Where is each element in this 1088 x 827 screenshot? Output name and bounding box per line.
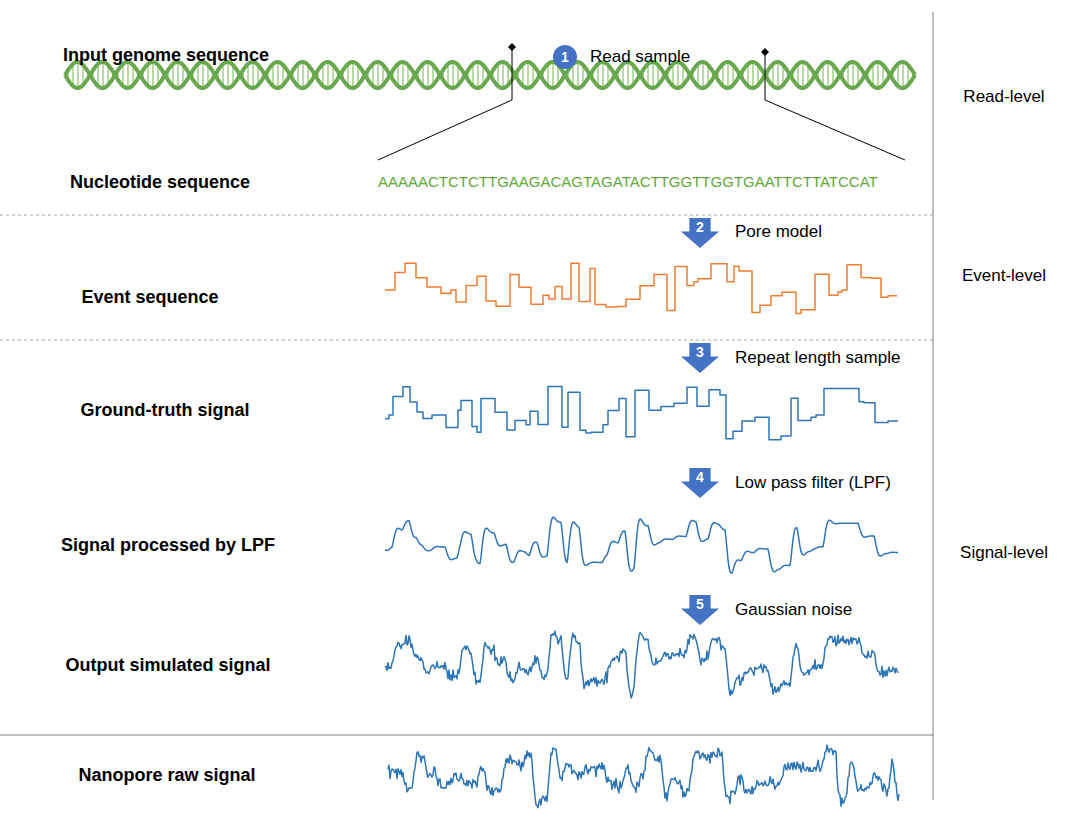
arrow-fill	[681, 218, 719, 248]
step-number: 3	[681, 343, 719, 362]
step-label: Read sample	[590, 47, 690, 67]
base-pair-rung	[477, 62, 479, 88]
step-label: Low pass filter (LPF)	[735, 473, 891, 493]
dna-strand	[65, 62, 915, 88]
raw-signal	[388, 745, 899, 808]
step-arrow: 2	[681, 218, 719, 248]
base-pair-rung	[327, 62, 329, 88]
base-pair-rung	[127, 62, 129, 88]
level-separator	[0, 340, 933, 341]
frame-lines	[0, 12, 933, 800]
dna-strand	[65, 62, 915, 88]
step-number: 2	[681, 218, 719, 237]
base-pair-rung	[352, 62, 354, 88]
level-label: Read-level	[963, 87, 1044, 107]
read-bound-marker	[761, 48, 769, 56]
step-label: Repeat length sample	[735, 348, 900, 368]
section-separator	[0, 735, 933, 736]
dna-helix	[65, 62, 915, 88]
base-pair-rung	[152, 62, 154, 88]
base-pair-rung	[377, 62, 379, 88]
arrow-fill	[681, 468, 719, 498]
base-pair-rung	[102, 62, 104, 88]
base-pair-rung	[502, 62, 504, 88]
base-pair-rung	[702, 62, 704, 88]
base-pair-rung	[877, 62, 879, 88]
base-pair-rung	[177, 62, 179, 88]
base-pair-rung	[577, 62, 579, 88]
base-pair-rung	[777, 62, 779, 88]
base-pair-rung	[227, 62, 229, 88]
step-number: 5	[681, 595, 719, 614]
base-pair-rung	[402, 62, 404, 88]
arrow-fill	[681, 343, 719, 373]
simulated-signal	[385, 631, 898, 698]
base-pair-rung	[302, 62, 304, 88]
level-label: Event-level	[962, 266, 1046, 286]
base-pair-rung	[802, 62, 804, 88]
base-pair-rung	[202, 62, 204, 88]
row-title: Event sequence	[81, 287, 218, 308]
ground-truth-signal	[385, 387, 898, 440]
level-label: Signal-level	[960, 543, 1048, 563]
level-divider	[933, 12, 934, 800]
base-pair-rung	[277, 62, 279, 88]
base-pair-rung	[427, 62, 429, 88]
read-bound-line	[378, 47, 512, 160]
arrow-fill	[681, 595, 719, 625]
step-label: Pore model	[735, 222, 822, 242]
base-pair-rung	[527, 62, 529, 88]
read-markers	[378, 43, 905, 160]
step-arrow: 4	[681, 468, 719, 498]
base-pair-rung	[902, 62, 904, 88]
row-title: Nanopore raw signal	[78, 765, 255, 786]
base-pair-rung	[452, 62, 454, 88]
filtered-signal	[385, 517, 898, 573]
nucleotide-sequence: AAAAACTCTCTTGAAGACAGTAGATACTTGGTTGGTGAAT…	[378, 173, 878, 190]
base-pair-rung	[77, 62, 79, 88]
base-pair-rung	[252, 62, 254, 88]
row-title: Output simulated signal	[65, 655, 270, 676]
step-arrow: 5	[681, 595, 719, 625]
row-title: Nucleotide sequence	[70, 172, 250, 193]
step-circle: 1	[553, 45, 577, 69]
base-pair-rung	[827, 62, 829, 88]
row-title: Signal processed by LPF	[61, 535, 275, 556]
step-label: Gaussian noise	[735, 600, 852, 620]
base-pair-rung	[552, 62, 554, 88]
event-signal	[385, 263, 897, 313]
row-title: Input genome sequence	[63, 45, 269, 66]
step-arrow: 3	[681, 343, 719, 373]
step-number: 4	[681, 468, 719, 487]
read-bound-marker	[508, 43, 516, 51]
level-separator	[0, 215, 933, 216]
read-bound-line	[765, 52, 905, 160]
step-number: 1	[553, 45, 577, 69]
circle-fill	[553, 45, 577, 69]
base-pair-rung	[852, 62, 854, 88]
base-pair-rung	[727, 62, 729, 88]
row-title: Ground-truth signal	[81, 400, 250, 421]
base-pair-rung	[752, 62, 754, 88]
